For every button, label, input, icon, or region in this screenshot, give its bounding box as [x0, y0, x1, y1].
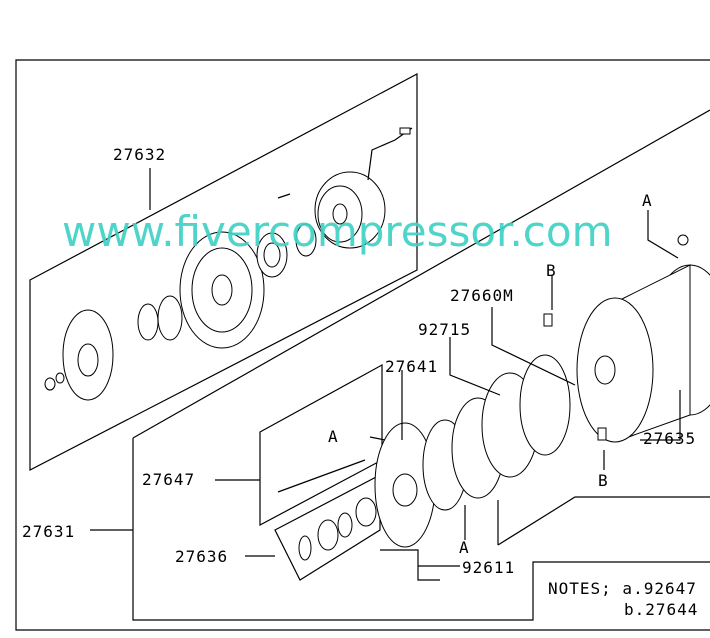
body-group-box — [132, 438, 710, 621]
label-27631: 27631 — [22, 522, 75, 541]
outer-frame — [15, 59, 710, 631]
pin-b-top — [543, 313, 553, 327]
pulley-bearing — [256, 232, 288, 278]
notes-line-1: NOTES; a.92647 — [548, 579, 697, 598]
label-27641: 27641 — [385, 357, 438, 376]
label-27647: 27647 — [142, 470, 195, 489]
label-b-top: B — [546, 261, 557, 280]
label-b-bottom: B — [598, 471, 609, 490]
seal-group-box — [274, 474, 381, 581]
front-head — [374, 422, 436, 548]
compressor-body — [576, 264, 710, 443]
label-27635: 27635 — [643, 429, 696, 448]
body-inner-line — [497, 496, 710, 546]
label-27660M: 27660M — [450, 286, 514, 305]
coil-screw — [277, 193, 291, 199]
field-coil — [314, 127, 413, 249]
label-a-bolt: A — [328, 427, 339, 446]
label-a-bottom: A — [459, 538, 470, 557]
suction-valve — [519, 354, 571, 456]
bolt-a — [677, 234, 689, 246]
leader-lines — [90, 168, 681, 581]
shim-washers — [137, 295, 183, 341]
watermark: www.fivercompressor.com — [62, 207, 613, 256]
label-27636: 27636 — [175, 547, 228, 566]
label-92715: 92715 — [418, 320, 471, 339]
clutch-group-box — [29, 73, 418, 471]
snap-ring — [295, 223, 317, 257]
pin-b-bottom — [597, 427, 607, 441]
through-bolt — [277, 459, 366, 493]
label-27632: 27632 — [113, 145, 166, 164]
body-group-line — [132, 109, 710, 439]
notes-line-2: b.27644 — [624, 600, 698, 619]
clutch-hub — [44, 309, 114, 401]
label-a-top: A — [642, 191, 653, 210]
shaft-seal — [298, 497, 377, 561]
clutch-pulley — [179, 231, 265, 349]
label-92611: 92611 — [462, 558, 515, 577]
